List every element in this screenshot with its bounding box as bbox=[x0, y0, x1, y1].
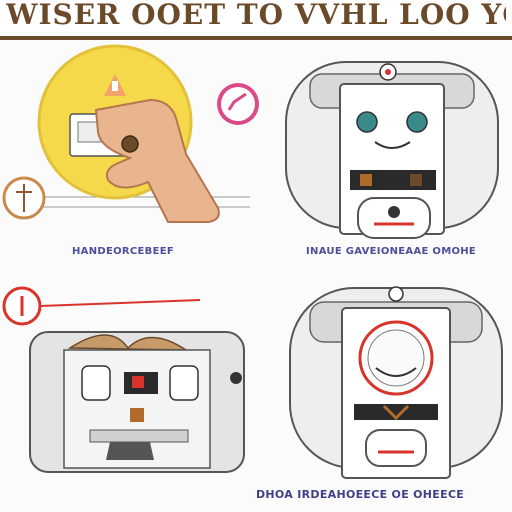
cooker-front-illustration bbox=[285, 61, 499, 239]
hand-press-illustration bbox=[2, 44, 259, 223]
panel-bottom-right bbox=[280, 280, 512, 480]
panel-bottom-left bbox=[0, 280, 264, 480]
panel-top-left-caption: HANDEORCEBEEF bbox=[72, 246, 174, 257]
panel-bottom-right-caption: DHOA IRDEAHOEECE OE OHEECE bbox=[256, 488, 465, 501]
header-band bbox=[0, 0, 512, 32]
page-title: WISER OOET TO VVHL LOO YO BOA FLAL bbox=[6, 0, 506, 30]
panel-top-right-caption: INAUE GAVEIONEAAE OMOHE bbox=[306, 246, 477, 257]
cooker-detail-illustration bbox=[289, 286, 503, 479]
open-cooker-illustration bbox=[2, 286, 245, 473]
panel-top-left bbox=[0, 44, 259, 264]
hand-icon bbox=[94, 98, 220, 223]
title-divider bbox=[0, 36, 512, 40]
panel-top-right bbox=[270, 44, 512, 254]
